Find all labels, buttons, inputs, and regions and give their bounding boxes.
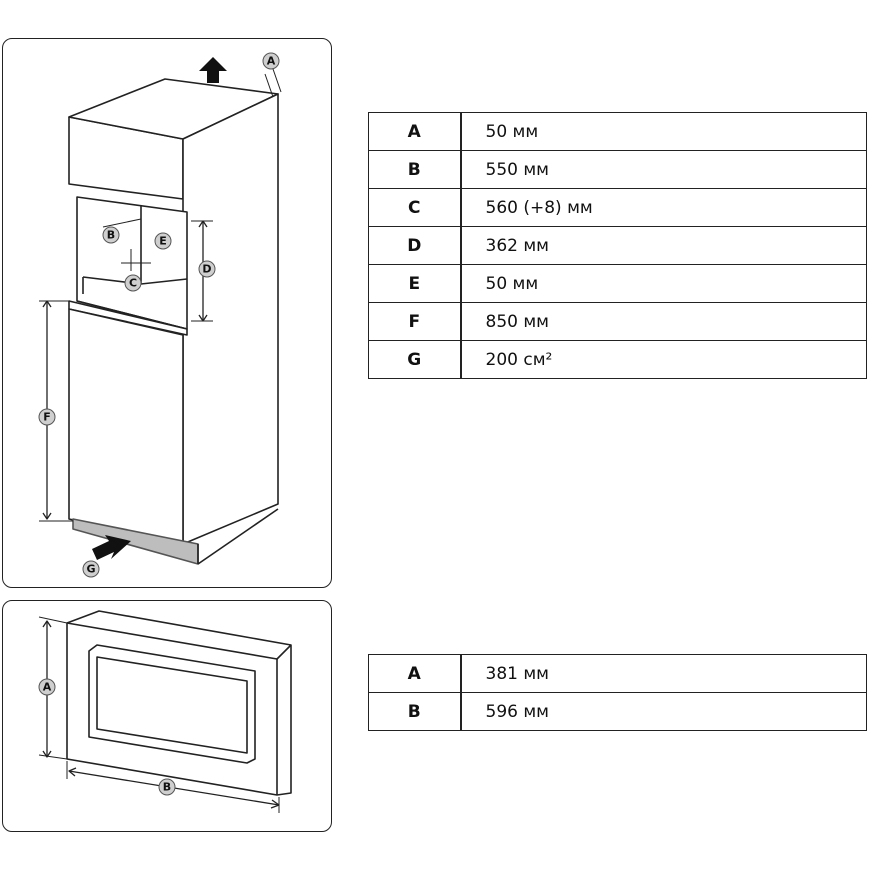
dimension-value: 596 мм [460, 692, 867, 731]
dimension-value: 200 см² [460, 340, 867, 379]
label-frame-b: B [158, 778, 176, 796]
label-d: D [198, 260, 216, 278]
dimension-key: F [368, 302, 462, 341]
label-b: B [102, 226, 120, 244]
svg-text:A: A [43, 681, 52, 694]
dimension-key: G [368, 340, 462, 379]
dimension-key: A [368, 654, 462, 693]
cabinet-installation-diagram: A B C D E F G [2, 38, 332, 588]
dimension-key: B [368, 692, 462, 731]
label-e: E [154, 232, 172, 250]
label-c: C [124, 274, 142, 292]
dimension-value: 362 мм [460, 226, 867, 265]
table-row: E 50 мм [368, 264, 867, 303]
dimension-value: 381 мм [460, 654, 867, 693]
airflow-in-arrow-icon [92, 535, 131, 560]
dimension-key: B [368, 150, 462, 189]
svg-text:D: D [202, 263, 211, 276]
label-g: G [82, 560, 100, 578]
label-frame-a: A [38, 678, 56, 696]
dimension-value: 50 мм [460, 112, 867, 151]
dimension-key: E [368, 264, 462, 303]
frame-dimensions-table: A 381 мм B 596 мм [368, 654, 867, 731]
table-row: B 550 мм [368, 150, 867, 189]
niche-shelf [68, 300, 188, 336]
table-row: A 50 мм [368, 112, 867, 151]
table-row: F 850 мм [368, 302, 867, 341]
cabinet-drawing: A B C D E F G [38, 52, 282, 578]
cabinet-side-panel [182, 93, 279, 545]
lower-cabinet-front [68, 308, 184, 545]
dimension-value: 550 мм [460, 150, 867, 189]
table-row: G 200 см² [368, 340, 867, 379]
airflow-out-arrow-icon [199, 57, 227, 83]
dimension-value: 50 мм [460, 264, 867, 303]
table-row: A 381 мм [368, 654, 867, 693]
table-row: B 596 мм [368, 692, 867, 731]
niche-dimensions-table: A 50 мм B 550 мм C 560 (+8) мм D 362 мм … [368, 112, 867, 379]
dimension-value: 850 мм [460, 302, 867, 341]
svg-text:A: A [267, 55, 276, 68]
label-a: A [262, 52, 280, 70]
frame-drawing: A B [38, 610, 292, 813]
svg-text:B: B [163, 781, 171, 794]
dimension-key: C [368, 188, 462, 227]
svg-text:E: E [159, 235, 167, 248]
frame-inner-window [88, 644, 256, 764]
svg-text:B: B [107, 229, 115, 242]
dimension-value: 560 (+8) мм [460, 188, 867, 227]
svg-text:C: C [129, 277, 137, 290]
table-row: C 560 (+8) мм [368, 188, 867, 227]
table-row: D 362 мм [368, 226, 867, 265]
svg-text:G: G [86, 563, 95, 576]
svg-text:F: F [43, 411, 51, 424]
frame-dimension-diagram: A B [2, 600, 332, 832]
label-f: F [38, 408, 56, 426]
dimension-key: D [368, 226, 462, 265]
dimension-key: A [368, 112, 462, 151]
